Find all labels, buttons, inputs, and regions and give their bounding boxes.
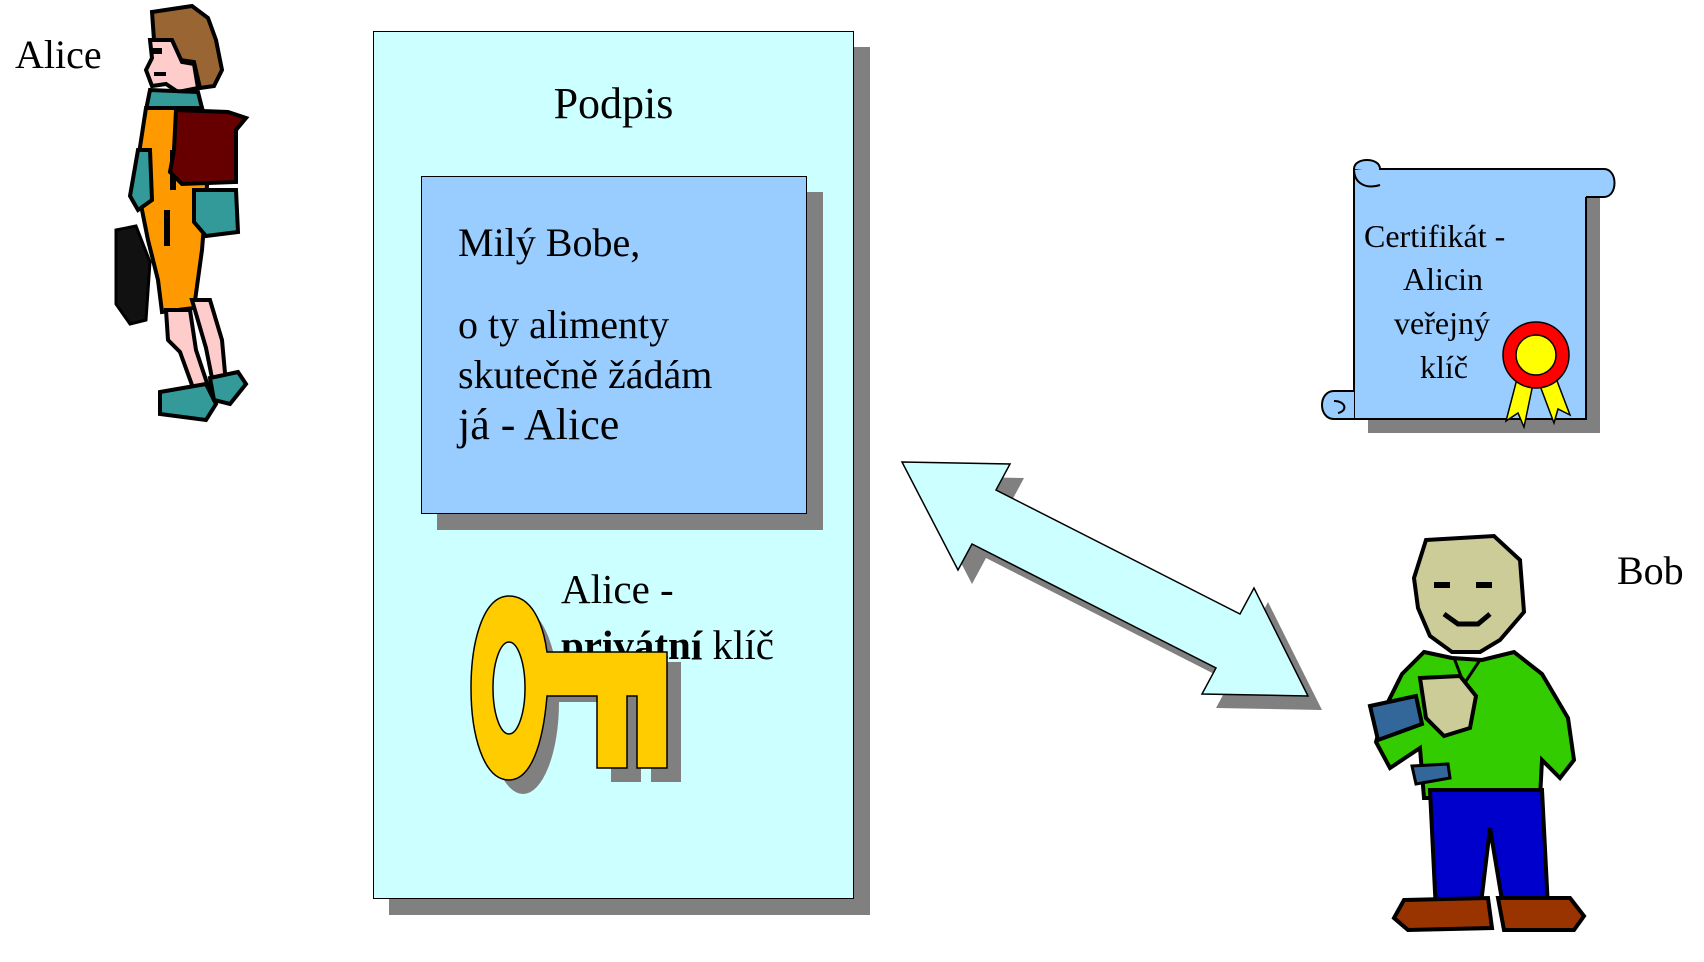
certificate-scroll-icon xyxy=(1321,159,1616,433)
letter-line-1: o ty alimenty xyxy=(458,302,670,347)
bob-name: Bob xyxy=(1617,548,1684,593)
signature-panel: Podpis Milý Bobe, o ty alimenty skutečně… xyxy=(373,31,854,899)
certificate-line-3: veřejný xyxy=(1394,305,1490,341)
certificate-line-2: Alicin xyxy=(1403,261,1483,297)
panel-title: Podpis xyxy=(553,79,674,128)
letter-greeting: Milý Bobe, xyxy=(458,220,641,265)
certificate-line-4: klíč xyxy=(1420,349,1468,385)
key-icon xyxy=(470,595,681,794)
alice-figure-icon xyxy=(114,3,250,423)
bob-figure-icon xyxy=(1367,533,1587,933)
certificate-line-1: Certifikát - xyxy=(1364,218,1506,254)
alice-name: Alice xyxy=(15,32,102,77)
private-key-label-rest: klíč xyxy=(702,622,774,668)
private-key-label-1: Alice - xyxy=(561,566,674,612)
signed-letter: Milý Bobe, o ty alimenty skutečně žádám … xyxy=(421,176,807,514)
letter-line-2: skutečně žádám xyxy=(458,352,713,397)
double-arrow-icon xyxy=(900,461,1322,710)
letter-signoff: já - Alice xyxy=(458,400,620,449)
